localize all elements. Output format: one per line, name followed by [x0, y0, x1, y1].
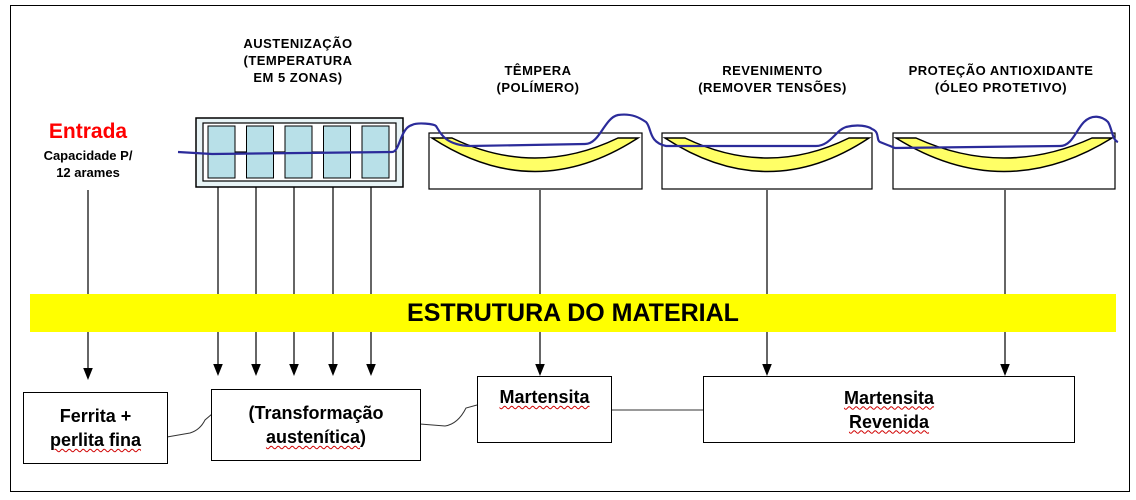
bath-tempera-basin — [429, 137, 641, 173]
result-martensita-text: Martensita — [499, 387, 590, 407]
result-ferrita-text: Ferrita + perlita fina — [49, 406, 142, 450]
entrada-capacity: Capacidade P/ 12 arames — [43, 148, 133, 180]
bath-revenimento — [661, 132, 873, 190]
wire-line — [177, 113, 1119, 156]
result-martensita-box: Martensita — [477, 376, 612, 443]
result-martensita-revenida-text: Martensita Revenida — [843, 387, 935, 432]
result-transformacao-box: (Transformação austenítica) — [211, 389, 421, 461]
connector-transformacao-martensita — [419, 404, 478, 427]
result-ferrita-box: Ferrita + perlita fina — [23, 392, 168, 464]
bath-protecao-box — [892, 132, 1116, 190]
stage-tempera-title: TÊMPERA (POLÍMERO) — [496, 63, 580, 95]
furnace-zone — [246, 125, 274, 179]
entrada-title: Entrada — [48, 120, 128, 143]
stage-austenitizacao-title: AUSTENIZAÇÃO (TEMPERATURA EM 5 ZONAS) — [243, 36, 353, 85]
material-structure-band: ESTRUTURA DO MATERIAL — [30, 294, 1116, 332]
material-structure-label: ESTRUTURA DO MATERIAL — [407, 299, 739, 327]
furnace — [195, 117, 404, 188]
result-transformacao-text: (Transformação austenítica) — [248, 403, 384, 447]
result-martensita-revenida-box: Martensita Revenida — [703, 376, 1075, 443]
bath-protecao-basin — [893, 137, 1115, 173]
stage-revenimento-title: REVENIMENTO (REMOVER TENSÕES) — [698, 63, 847, 95]
bath-tempera — [428, 132, 643, 190]
connector-ferrita-transformacao — [166, 413, 213, 438]
stage-protecao-title: PROTEÇÃO ANTIOXIDANTE (ÓLEO PROTETIVO) — [908, 63, 1094, 95]
furnace-zone — [207, 125, 236, 179]
bath-protecao — [892, 132, 1116, 190]
diagram-frame — [10, 5, 1130, 492]
bath-revenimento-basin — [662, 137, 872, 173]
